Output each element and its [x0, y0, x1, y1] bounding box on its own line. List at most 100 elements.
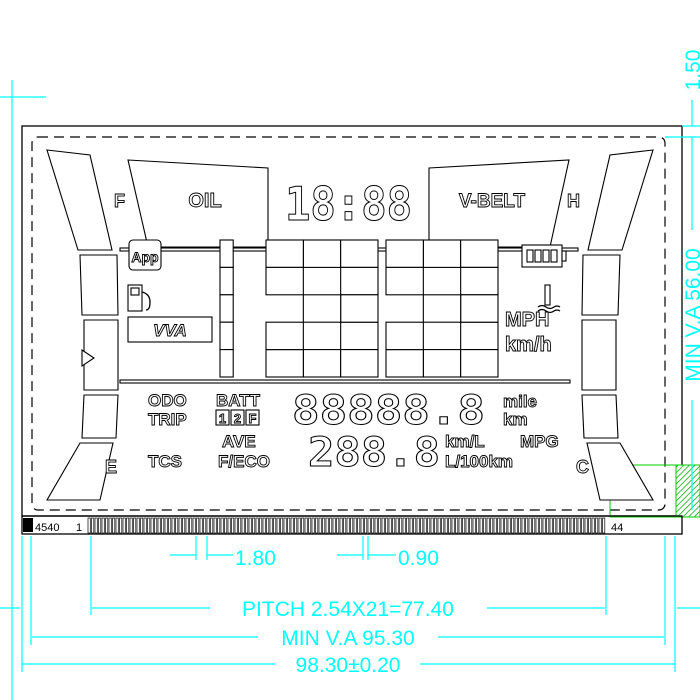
pin	[147, 517, 151, 534]
pin	[182, 517, 186, 534]
pin	[157, 517, 161, 534]
min-va-width-dimension: MIN V.A 95.30	[281, 627, 414, 650]
batt-box-f: F	[249, 411, 257, 426]
pin	[161, 517, 165, 534]
speed-cell	[385, 266, 424, 296]
pin	[297, 517, 301, 534]
speed-cell	[302, 294, 342, 323]
pin	[273, 517, 277, 534]
pin	[175, 517, 179, 534]
pin	[269, 517, 273, 534]
pin	[567, 517, 571, 534]
pin	[343, 517, 347, 534]
pin	[325, 517, 329, 534]
pin	[483, 517, 487, 534]
coolant-temperature-icon	[537, 284, 561, 314]
pin	[150, 517, 154, 534]
batt-boxes: 1 2 F	[215, 409, 260, 426]
pin	[395, 517, 399, 534]
pin	[584, 517, 588, 534]
pin	[360, 517, 364, 534]
kmh-label: km/h	[505, 334, 552, 356]
pin	[472, 517, 476, 534]
economy-readout: 288.8	[308, 430, 440, 476]
speed-digit	[219, 239, 234, 378]
clock-readout: 18:88	[285, 177, 412, 231]
pin	[178, 517, 182, 534]
pin	[129, 517, 133, 534]
batt-box-1: 1	[219, 411, 226, 426]
pin	[252, 517, 256, 534]
pin	[595, 517, 599, 534]
tcs-label: TCS	[148, 452, 182, 471]
part-number: 4540	[35, 522, 59, 534]
speed-cell	[219, 294, 234, 323]
gauge-pointer-icon	[81, 348, 95, 368]
pin	[119, 517, 123, 534]
speed-cell	[265, 321, 304, 351]
pin	[220, 517, 224, 534]
speed-cell	[219, 239, 234, 268]
speed-cell	[340, 294, 379, 323]
pin	[185, 517, 189, 534]
vva-badge: VVA	[127, 316, 213, 343]
pin	[346, 517, 350, 534]
pin	[563, 517, 567, 534]
pin	[374, 517, 378, 534]
pin	[255, 517, 259, 534]
speed-cell	[265, 266, 304, 296]
viewing-area-outline	[31, 136, 666, 511]
pin	[105, 517, 109, 534]
pin	[213, 517, 217, 534]
pin	[304, 517, 308, 534]
pin	[465, 517, 469, 534]
speed-cell	[422, 349, 462, 378]
pin	[507, 517, 511, 534]
pin	[294, 517, 298, 534]
pin	[126, 517, 130, 534]
pin	[122, 517, 126, 534]
pin	[448, 517, 452, 534]
pin	[283, 517, 287, 534]
hatched-area	[675, 464, 700, 518]
pin	[336, 517, 340, 534]
pin-gap-dimension: 0.90	[398, 547, 439, 570]
pin	[427, 517, 431, 534]
odo-label: ODO	[148, 391, 187, 410]
pin	[259, 517, 263, 534]
pin	[416, 517, 420, 534]
speed-digits	[219, 239, 499, 378]
speed-cell	[422, 294, 462, 323]
temperature-gauge	[581, 149, 654, 501]
pin	[203, 517, 207, 534]
speed-cell	[219, 349, 234, 378]
pin	[602, 517, 606, 534]
vbelt-label: V-BELT	[459, 191, 526, 212]
speed-cell	[460, 349, 499, 378]
pin	[392, 517, 396, 534]
pin	[437, 517, 441, 534]
pin	[248, 517, 252, 534]
pin	[553, 517, 557, 534]
pin	[546, 517, 550, 534]
pin	[542, 517, 546, 534]
pin	[535, 517, 539, 534]
pin	[441, 517, 445, 534]
pin	[598, 517, 602, 534]
pin	[87, 517, 91, 534]
pin	[91, 517, 95, 534]
pin	[462, 517, 466, 534]
mph-label: MPH	[505, 309, 549, 331]
odometer-readout: 88888.8	[292, 388, 485, 434]
pin	[577, 517, 581, 534]
lower-divider	[119, 379, 571, 384]
pin	[409, 517, 413, 534]
pin	[301, 517, 305, 534]
speed-cell	[460, 321, 499, 351]
app-icon: App	[128, 239, 162, 271]
speed-cell	[340, 266, 379, 296]
pin	[493, 517, 497, 534]
pin	[402, 517, 406, 534]
